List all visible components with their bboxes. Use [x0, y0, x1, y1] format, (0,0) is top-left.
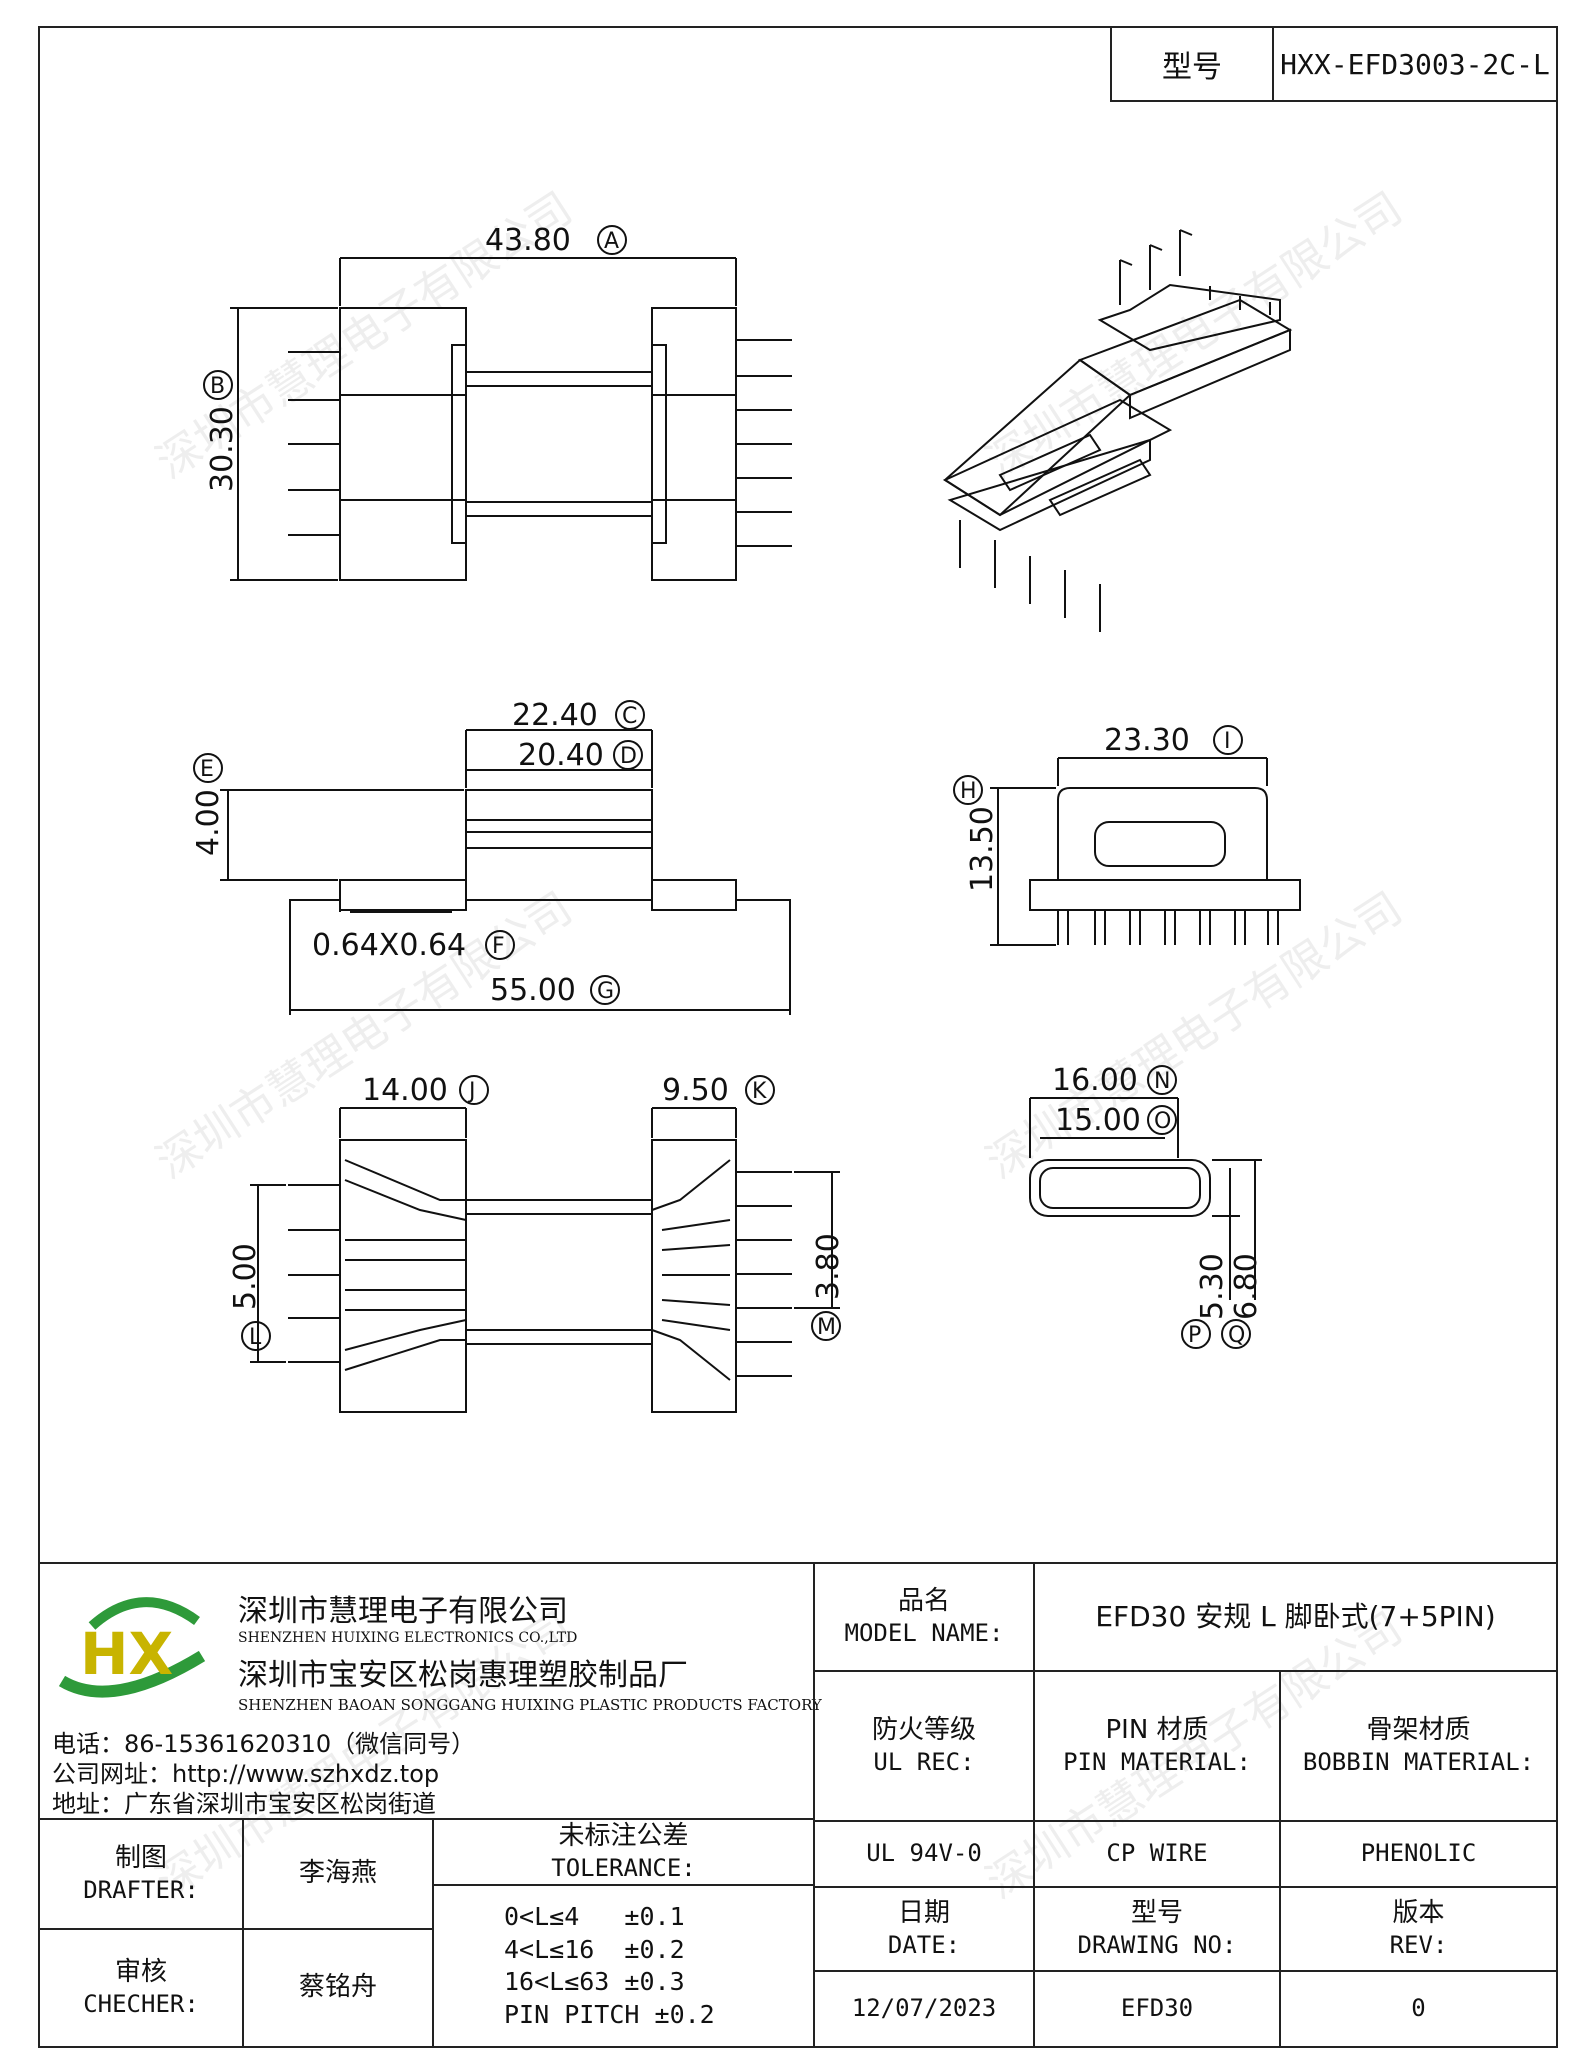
factory-name-en: SHENZHEN BAOAN SONGGANG HUIXING PLASTIC …	[238, 1696, 822, 1714]
technical-drawing: 43.80 A 30.30 B 22.40 C 20.40 D 4.00 E 0…	[191, 223, 1301, 1413]
tolerance-values: 0<L≤4 ±0.1 4<L≤16 ±0.2 16<L≤63 ±0.3 PIN …	[432, 1884, 815, 2048]
isometric-view	[942, 229, 1293, 632]
dim-h-tag: H	[960, 779, 977, 804]
section-view	[1029, 1097, 1262, 1300]
date-label: 日期 DATE:	[813, 1886, 1035, 1972]
dim-l-value: 5.00	[228, 1243, 263, 1310]
model-number-box: 型号 HXX-EFD3003-2C-L	[1110, 26, 1558, 102]
dim-g-tag: G	[597, 979, 614, 1004]
company-name-en: SHENZHEN HUIXING ELECTRONICS CO.,LTD	[238, 1630, 578, 1646]
dim-c-tag: C	[622, 704, 637, 729]
dim-o-tag: O	[1154, 1109, 1171, 1134]
company-logo: HX	[58, 1597, 206, 1698]
dim-d-tag: D	[620, 744, 637, 769]
dim-d-value: 20.40	[518, 738, 604, 773]
checker-label: 审核 CHECHER:	[38, 1928, 244, 2048]
dim-k-tag: K	[752, 1079, 767, 1104]
dim-b-value: 30.30	[205, 406, 240, 492]
dim-f-value: 0.64X0.64	[312, 928, 466, 963]
dim-i-value: 23.30	[1104, 723, 1190, 758]
bobbin-material-value: PHENOLIC	[1279, 1820, 1558, 1888]
pin-material-value: CP WIRE	[1033, 1820, 1281, 1888]
dim-p-value: 5.30	[1195, 1253, 1230, 1320]
dim-k-value: 9.50	[662, 1073, 729, 1108]
dim-a-value: 43.80	[485, 223, 571, 258]
dim-m-value: 3.80	[811, 1233, 846, 1300]
factory-name-cn: 深圳市宝安区松岗惠理塑胶制品厂	[238, 1658, 688, 1693]
drawing-no-value: EFD30	[1033, 1970, 1281, 2048]
title-block: HX 深圳市慧理电子有限公司 SHENZHEN HUIXING ELECTRON…	[38, 1562, 1558, 2048]
dim-q-tag: Q	[1228, 1323, 1245, 1348]
dim-e-value: 4.00	[191, 789, 226, 856]
date-value: 12/07/2023	[813, 1970, 1035, 2048]
dim-n-tag: N	[1154, 1069, 1170, 1094]
dim-c-value: 22.40	[512, 698, 598, 733]
dim-p-tag: P	[1188, 1323, 1201, 1348]
company-phone: 电话：86-15361620310（微信同号）	[52, 1730, 476, 1758]
dim-g-value: 55.00	[490, 973, 576, 1008]
dim-i-tag: I	[1224, 729, 1231, 754]
top-view	[230, 257, 792, 581]
drafter-name: 李海燕	[242, 1818, 434, 1930]
dim-e-tag: E	[200, 757, 214, 782]
bobbin-material-label: 骨架材质 BOBBIN MATERIAL:	[1279, 1670, 1558, 1822]
dim-j-value: 14.00	[362, 1073, 448, 1108]
side-view	[220, 729, 791, 1015]
dim-n-value: 16.00	[1052, 1063, 1138, 1098]
dim-o-value: 15.00	[1055, 1103, 1141, 1138]
company-website: 公司网址：http://www.szhxdz.top	[52, 1760, 440, 1788]
dim-j-tag: J	[467, 1079, 476, 1104]
company-name-cn: 深圳市慧理电子有限公司	[238, 1594, 568, 1629]
dim-f-tag: F	[492, 934, 505, 959]
tolerance-label: 未标注公差 TOLERANCE:	[432, 1818, 815, 1886]
revision-value: 0	[1279, 1970, 1558, 2048]
revision-label: 版本 REV:	[1279, 1886, 1558, 1972]
logo-letters: HX	[80, 1620, 173, 1688]
checker-name: 蔡铭舟	[242, 1928, 434, 2048]
front-view	[990, 757, 1301, 946]
dim-l-tag: L	[249, 1325, 262, 1350]
dim-h-value: 13.50	[965, 806, 1000, 892]
bottom-view	[250, 1107, 840, 1413]
model-value: HXX-EFD3003-2C-L	[1280, 47, 1550, 81]
fire-rating-value: UL 94V-0	[813, 1820, 1035, 1888]
dim-q-value: 6.80	[1229, 1253, 1264, 1320]
drafter-label: 制图 DRAFTER:	[38, 1818, 244, 1930]
dimension-labels: 43.80 A 30.30 B 22.40 C 20.40 D 4.00 E 0…	[191, 223, 1264, 1351]
dim-a-tag: A	[604, 229, 619, 254]
dim-m-tag: M	[817, 1315, 836, 1340]
fire-rating-label: 防火等级 UL REC:	[813, 1670, 1035, 1822]
drawing-no-label: 型号 DRAWING NO:	[1033, 1886, 1281, 1972]
model-label: 型号	[1112, 28, 1274, 100]
model-name-label: 品名 MODEL NAME:	[813, 1562, 1035, 1672]
model-name-value: EFD30 安规 L 脚卧式(7+5PIN)	[1033, 1562, 1558, 1672]
pin-material-label: PIN 材质 PIN MATERIAL:	[1033, 1670, 1281, 1822]
dim-b-tag: B	[210, 374, 225, 399]
company-address: 地址：广东省深圳市宝安区松岗街道	[52, 1790, 436, 1818]
